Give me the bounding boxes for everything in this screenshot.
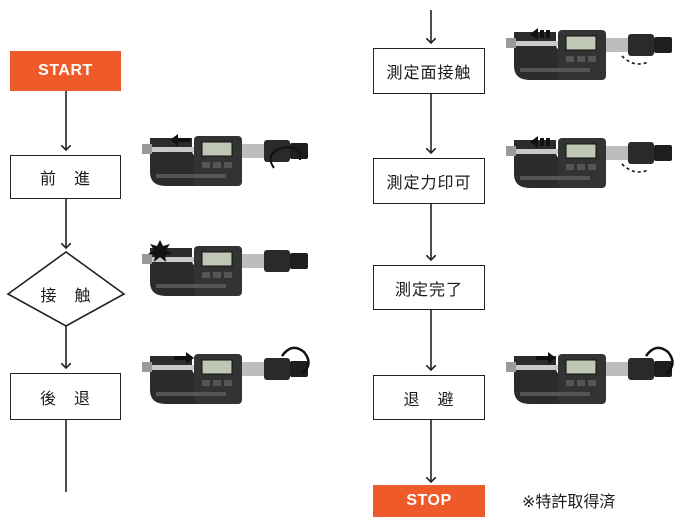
- step-contact: 接 触: [8, 278, 124, 310]
- rotation-icon: [280, 346, 310, 375]
- step-surface-contact-label: 測定面接触: [386, 63, 472, 82]
- micrometer-icon: [141, 240, 309, 297]
- arrow-left-icon: [170, 134, 190, 146]
- step-complete-label: 測定完了: [394, 279, 463, 299]
- rotation-icon: [269, 146, 302, 169]
- step-surface-contact: 測定面接触: [373, 48, 485, 94]
- step-force-applied: 測定力印可: [373, 158, 485, 204]
- step-back: 後 退: [10, 373, 121, 420]
- step-retract: 退 避: [373, 375, 485, 420]
- rotation-dashed-icon: [621, 163, 649, 173]
- step-back-label: 後 退: [39, 388, 91, 408]
- step-force-applied-label: 測定力印可: [386, 173, 472, 192]
- rotation-dashed-icon: [621, 55, 649, 65]
- double-arrow-left-icon: [530, 28, 550, 40]
- micrometer-icon: [505, 346, 674, 405]
- arrow-right-icon: [536, 352, 556, 364]
- stop-terminal: STOP: [373, 485, 485, 517]
- micrometer-icon: [505, 28, 673, 81]
- rotation-icon: [644, 346, 674, 375]
- step-complete: 測定完了: [373, 265, 485, 310]
- micrometer-icon: [141, 346, 310, 405]
- step-retract-label: 退 避: [403, 389, 455, 409]
- double-arrow-left-icon: [530, 136, 550, 148]
- micrometer-icon: [505, 136, 673, 189]
- micrometer-icon: [141, 134, 309, 187]
- patent-note: ※特許取得済: [522, 492, 616, 511]
- arrow-right-icon: [174, 352, 194, 364]
- stop-label: STOP: [406, 492, 452, 509]
- start-terminal: START: [10, 51, 121, 91]
- step-forward: 前 進: [10, 155, 121, 199]
- step-contact-label: 接 触: [40, 286, 92, 305]
- decision-diamond: [6, 251, 126, 327]
- step-forward-label: 前 進: [39, 169, 91, 188]
- contact-burst-icon: [148, 240, 172, 262]
- start-label: START: [38, 62, 93, 79]
